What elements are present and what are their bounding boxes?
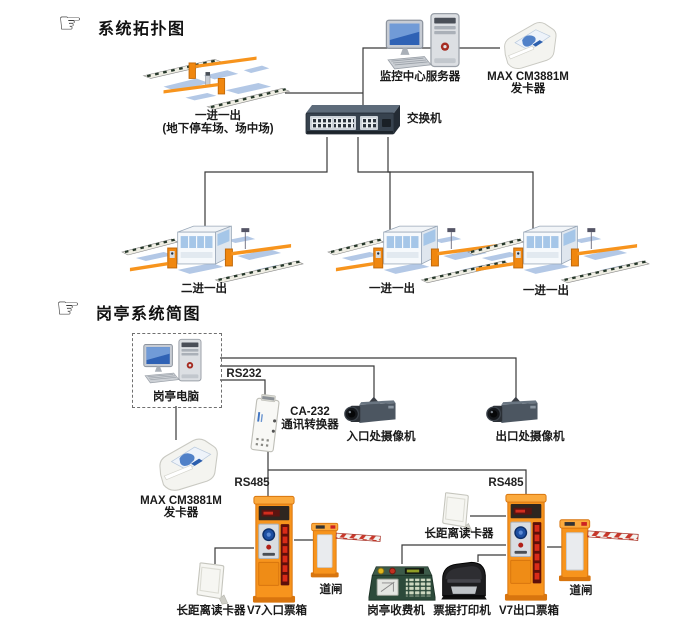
label-lot-top-sub: (地下停车场、场中场) <box>162 123 274 135</box>
monitoring-server-illustration <box>383 12 469 78</box>
label-converter-2: 通讯转换器 <box>281 419 339 431</box>
label-camera-out: 出口处摄像机 <box>495 431 565 443</box>
receipt-printer-illustration <box>438 558 490 602</box>
label-server: 监控中心服务器 <box>379 71 461 83</box>
label-switch: 交换机 <box>407 113 442 125</box>
label-ticketbox-out: V7出口票箱 <box>498 605 560 617</box>
label-lot-2: 一进一出 <box>369 283 415 295</box>
fee-machine-illustration <box>368 560 436 604</box>
booth-pc-illustration <box>137 338 213 390</box>
ca232-converter-illustration <box>246 394 284 456</box>
label-lot-top-name: 一进一出 <box>195 110 241 122</box>
label-rs232: RS232 <box>226 368 262 380</box>
section-title-booth: 岗亭系统简图 <box>96 306 202 323</box>
card-dispenser-booth-illustration <box>142 434 230 492</box>
label-dispenser-top-1: MAX CM3881M <box>487 71 569 83</box>
pointing-hand-icon-2: ☞ <box>56 293 81 323</box>
label-fee-machine: 岗亭收费机 <box>367 605 425 617</box>
label-dispenser-booth-1: MAX CM3881M <box>140 495 222 507</box>
parking-lot-3-illustration <box>466 222 651 284</box>
entrance-card-reader-illustration <box>192 560 232 606</box>
entrance-camera-illustration <box>342 394 402 432</box>
network-switch-illustration <box>302 103 402 139</box>
exit-barrier-illustration <box>558 516 640 583</box>
label-printer: 票据打印机 <box>433 605 491 617</box>
booth-pc-group-box <box>132 333 222 408</box>
label-converter-1: CA-232 <box>290 406 330 418</box>
parking-lot-underground-illustration <box>138 52 293 114</box>
label-dispenser-top-2: 发卡器 <box>510 83 546 95</box>
label-ticketbox-in: V7入口票箱 <box>246 605 308 617</box>
label-lot-3: 一进一出 <box>523 285 569 297</box>
card-dispenser-top-illustration <box>492 18 564 70</box>
label-rs485-left: RS485 <box>234 477 270 489</box>
exit-camera-illustration <box>484 394 544 432</box>
label-camera-in: 入口处摄像机 <box>346 431 416 443</box>
label-barrier-in: 道闸 <box>319 584 343 596</box>
label-rs485-right: RS485 <box>488 477 524 489</box>
section-title-topology: 系统拓扑图 <box>98 21 186 38</box>
pointing-hand-icon: ☞ <box>58 8 83 38</box>
label-reader-out: 长距离读卡器 <box>424 528 494 540</box>
entrance-ticketbox-illustration <box>252 494 296 604</box>
label-booth-pc: 岗亭电脑 <box>153 391 199 403</box>
label-dispenser-booth-2: 发卡器 <box>163 507 199 519</box>
parking-lot-1-illustration <box>120 222 305 284</box>
label-reader-in: 长距离读卡器 <box>176 605 246 617</box>
exit-ticketbox-illustration <box>504 492 548 602</box>
label-barrier-out: 道闸 <box>569 585 593 597</box>
label-lot-1: 二进一出 <box>181 283 227 295</box>
